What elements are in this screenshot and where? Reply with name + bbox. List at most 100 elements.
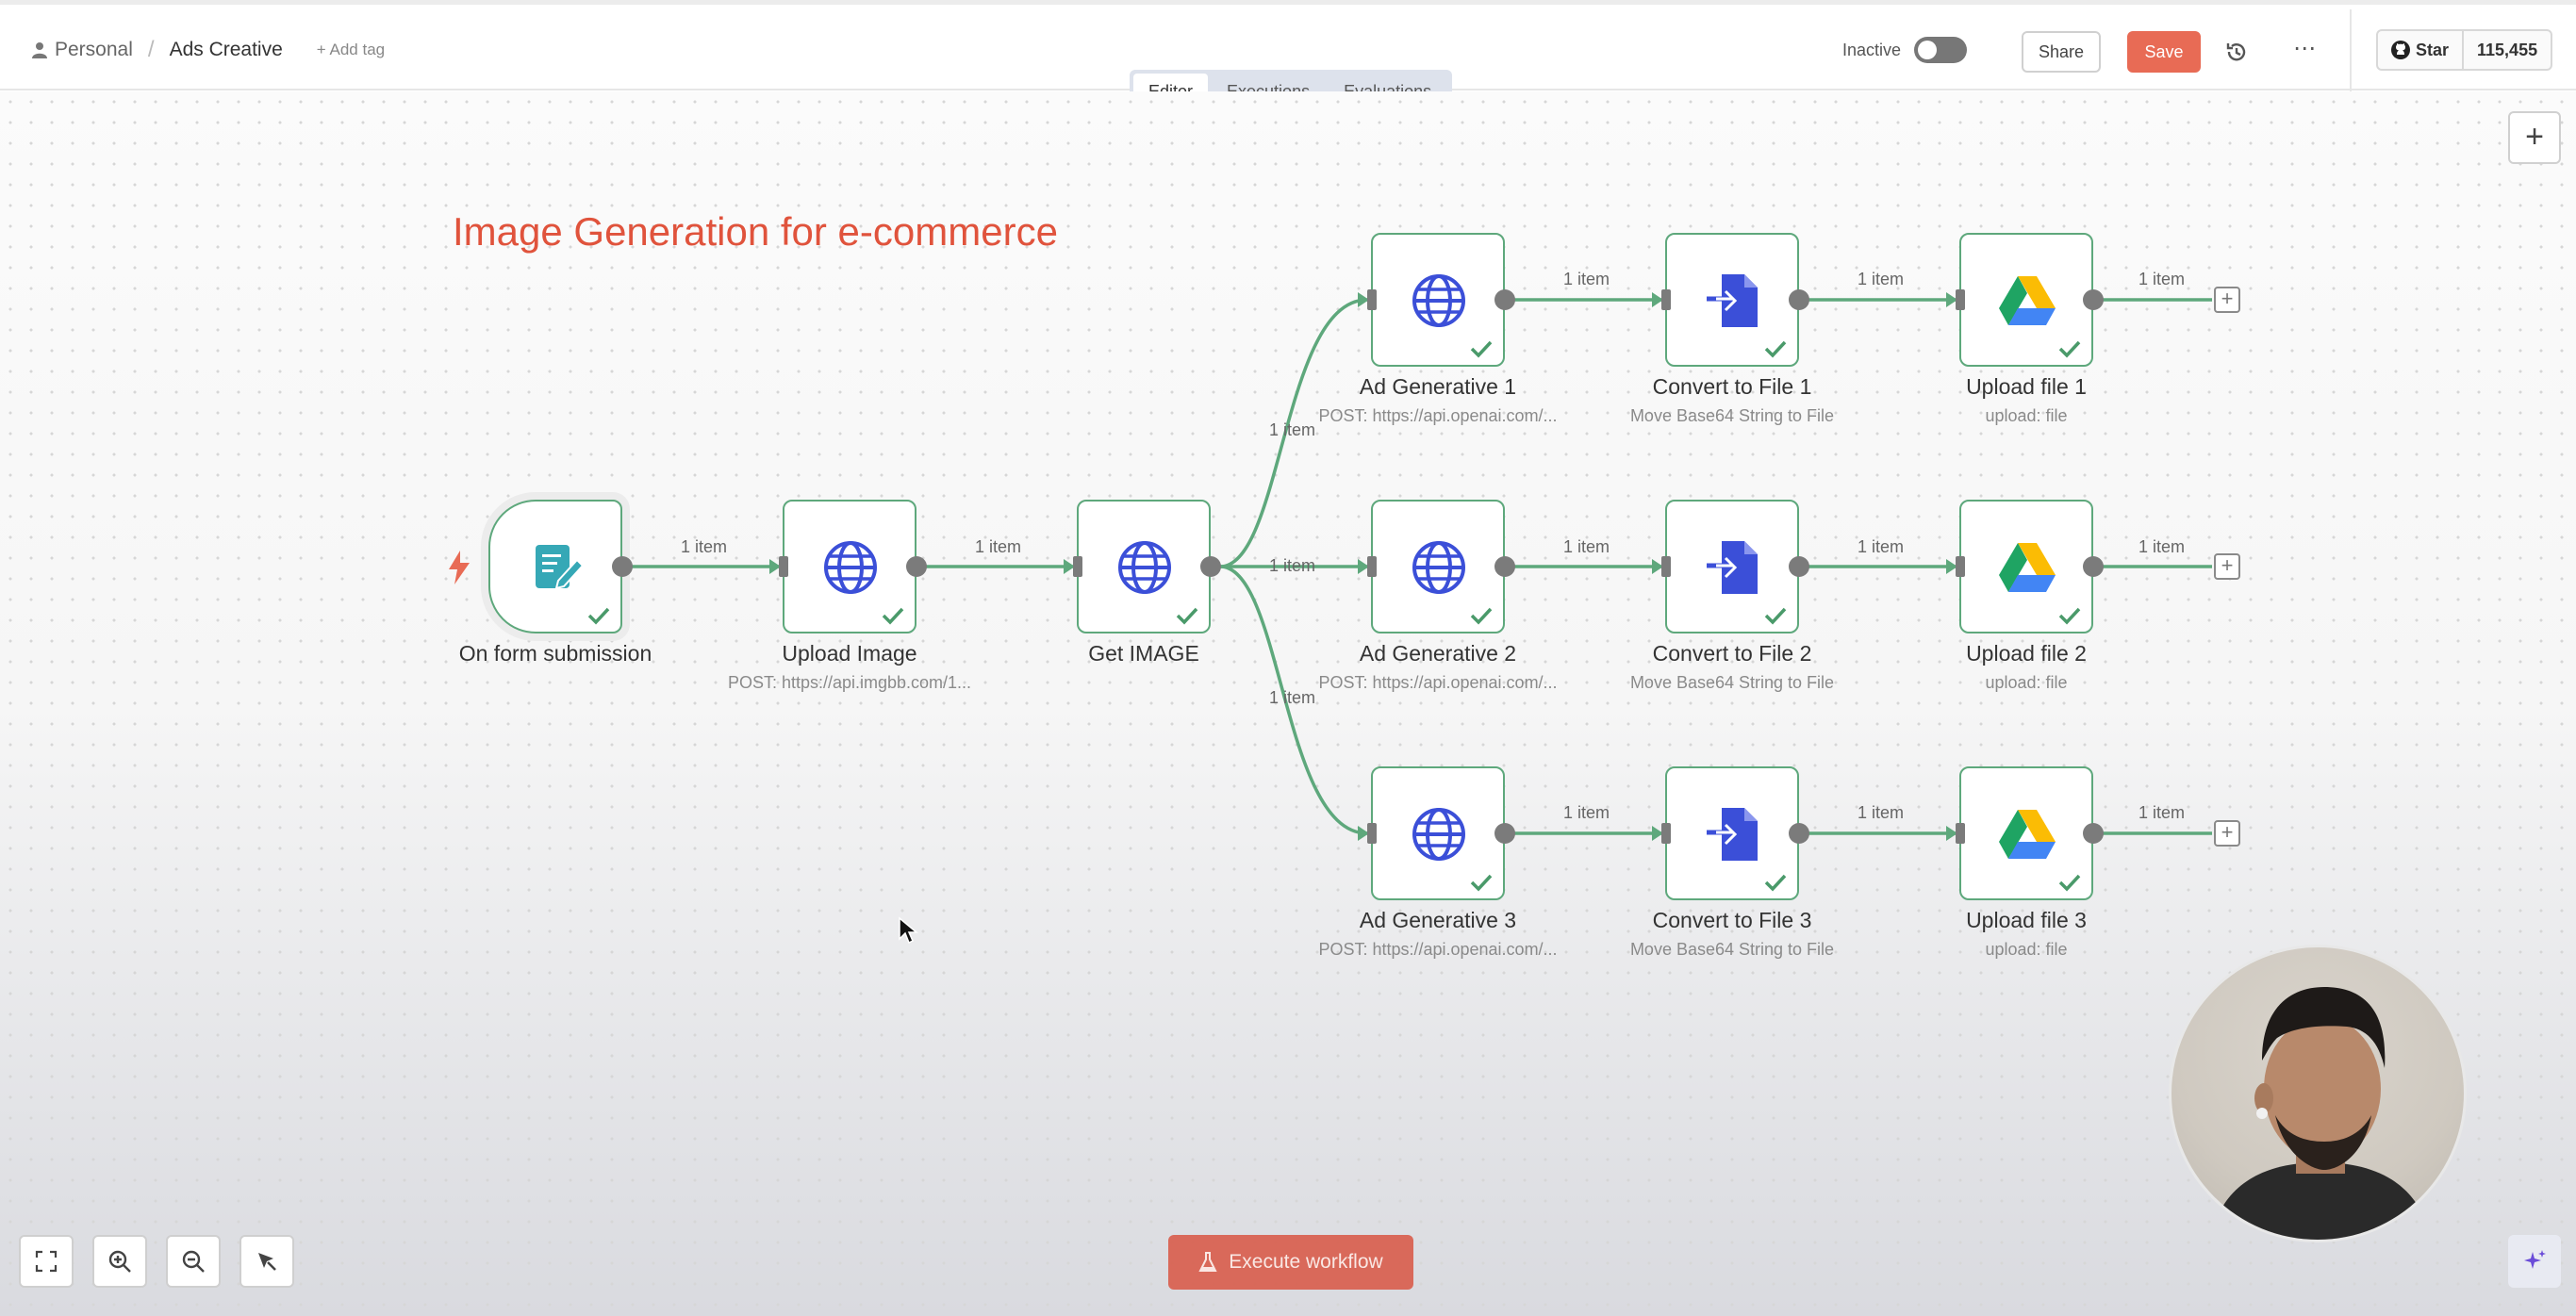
node-on-form-submission[interactable] [488, 500, 622, 633]
node-label: Convert to File 1 [1652, 374, 1812, 399]
node-subtitle: POST: https://api.openai.com/... [1318, 406, 1558, 425]
globe-icon [824, 541, 877, 594]
output-handle[interactable] [1494, 556, 1515, 577]
input-handle[interactable] [1956, 823, 1965, 844]
arrow-up2 [1946, 559, 1957, 574]
input-handle[interactable] [1367, 556, 1377, 577]
output-handle[interactable] [2083, 556, 2104, 577]
zoom-in-icon [108, 1250, 131, 1273]
save-button[interactable]: Save [2127, 31, 2201, 73]
arrow-conv3 [1652, 826, 1663, 841]
execute-workflow-button[interactable]: Execute workflow [1168, 1235, 1413, 1290]
node-subtitle: Move Base64 String to File [1629, 940, 1835, 959]
workflow-canvas[interactable] [0, 91, 2576, 1316]
breadcrumb: Personal / Ads Creative + Add tag [32, 37, 385, 63]
workflow-title[interactable]: Ads Creative [169, 39, 283, 60]
github-star-count: 115,455 [2477, 40, 2538, 59]
globe-icon [1118, 541, 1171, 594]
node-convert-to-file-2[interactable] [1665, 500, 1799, 633]
success-check-icon [882, 607, 904, 625]
globe-icon [1412, 808, 1465, 861]
more-options-icon[interactable]: ⋯ [2293, 36, 2316, 61]
node-convert-to-file-1[interactable] [1665, 233, 1799, 367]
github-star-label: Star [2416, 40, 2450, 59]
edge-label: 1 item [1563, 803, 1610, 822]
breadcrumb-workspace[interactable]: Personal [32, 39, 133, 61]
fit-view-button[interactable] [19, 1235, 74, 1288]
edge-label: 1 item [1269, 688, 1316, 707]
github-icon [2391, 41, 2410, 59]
form-icon [536, 545, 585, 590]
input-handle[interactable] [779, 556, 788, 577]
node-upload-file-1[interactable] [1959, 233, 2093, 367]
file-convert-icon [1707, 274, 1758, 327]
node-ad-generative-1[interactable] [1371, 233, 1505, 367]
input-handle[interactable] [1367, 289, 1377, 310]
output-handle[interactable] [1789, 823, 1809, 844]
zoom-in-button[interactable] [92, 1235, 147, 1288]
add-node-button[interactable]: + [2508, 111, 2561, 164]
edge-label: 1 item [1269, 420, 1316, 439]
google-drive-icon [1999, 543, 2056, 592]
activation-control: Inactive [1842, 37, 1968, 63]
output-handle[interactable] [2083, 289, 2104, 310]
edge-label: 1 item [2138, 270, 2186, 288]
globe-icon [1412, 541, 1465, 594]
success-check-icon [1470, 340, 1493, 358]
user-icon [32, 42, 47, 58]
input-handle[interactable] [1661, 289, 1671, 310]
node-ad-generative-3[interactable] [1371, 766, 1505, 900]
input-handle[interactable] [1956, 556, 1965, 577]
output-handle[interactable] [2083, 823, 2104, 844]
node-get-image[interactable] [1077, 500, 1211, 633]
github-star-button[interactable]: Star [2378, 31, 2465, 69]
status-label: Inactive [1842, 40, 1902, 59]
node-label: On form submission [458, 641, 652, 666]
success-check-icon [2058, 607, 2081, 625]
input-handle[interactable] [1367, 823, 1377, 844]
input-handle[interactable] [1073, 556, 1082, 577]
github-star-widget[interactable]: Star 115,455 [2376, 29, 2553, 71]
add-tag-button[interactable]: + Add tag [316, 41, 386, 58]
success-check-icon [2058, 340, 2081, 358]
trigger-bolt-icon [449, 551, 470, 584]
node-label: Convert to File 3 [1652, 908, 1812, 932]
node-upload-file-2[interactable] [1959, 500, 2093, 633]
output-handle[interactable] [1200, 556, 1221, 577]
input-handle[interactable] [1956, 289, 1965, 310]
input-handle[interactable] [1661, 823, 1671, 844]
output-handle[interactable] [1494, 823, 1515, 844]
ai-assistant-button[interactable] [2508, 1235, 2561, 1288]
input-handle[interactable] [1661, 556, 1671, 577]
sticky-note-title[interactable]: Image Generation for e-commerce [453, 209, 1058, 254]
arrow-ad1 [1358, 292, 1369, 307]
edge-get-ad3 [1219, 565, 1368, 835]
node-subtitle: POST: https://api.openai.com/... [1318, 940, 1558, 959]
output-handle[interactable] [1789, 289, 1809, 310]
zoom-out-button[interactable] [166, 1235, 221, 1288]
output-handle[interactable] [906, 556, 927, 577]
tidy-up-button[interactable] [239, 1235, 294, 1288]
arrow-up1 [1946, 292, 1957, 307]
edge-label: 1 item [681, 537, 728, 556]
google-drive-icon [1999, 810, 2056, 859]
share-button[interactable]: Share [2022, 31, 2101, 73]
node-label: Upload file 1 [1966, 374, 2087, 399]
output-handle[interactable] [612, 556, 633, 577]
node-convert-to-file-3[interactable] [1665, 766, 1799, 900]
node-label: Ad Generative 1 [1359, 374, 1517, 399]
node-upload-image[interactable] [783, 500, 916, 633]
workspace-name: Personal [55, 39, 133, 60]
node-upload-file-3[interactable] [1959, 766, 2093, 900]
add-next-node-button[interactable]: + [2214, 820, 2240, 847]
history-icon[interactable] [2223, 39, 2250, 65]
arrow-ad2 [1358, 559, 1369, 574]
add-next-node-button[interactable]: + [2214, 553, 2240, 580]
add-next-node-button[interactable]: + [2214, 287, 2240, 313]
active-toggle[interactable] [1914, 37, 1968, 63]
arrow-conv2 [1652, 559, 1663, 574]
output-handle[interactable] [1789, 556, 1809, 577]
arrow-get [1064, 559, 1075, 574]
node-ad-generative-2[interactable] [1371, 500, 1505, 633]
output-handle[interactable] [1494, 289, 1515, 310]
